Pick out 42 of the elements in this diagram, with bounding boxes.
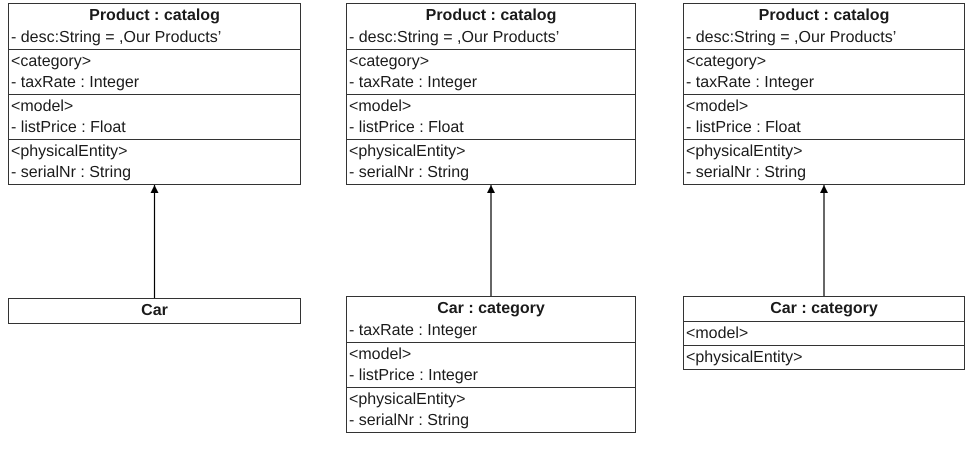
class-member: <model>	[348, 97, 412, 117]
class-name: Car : category	[769, 299, 879, 319]
inheritance-arrow	[487, 185, 495, 296]
class-name: Car : category	[436, 299, 546, 319]
class-member: - desc:String = ,Our Products’	[10, 28, 222, 48]
class-name: Product : catalog	[758, 6, 890, 26]
uml-class-box	[683, 296, 965, 370]
class-member: - serialNr : String	[10, 163, 132, 183]
class-member: - listPrice : Integer	[348, 366, 479, 386]
inheritance-arrow	[820, 185, 828, 296]
class-member: <category>	[10, 52, 92, 72]
class-member: - taxRate : Integer	[685, 73, 816, 93]
class-name: Product : catalog	[88, 6, 221, 26]
class-member: - serialNr : String	[348, 163, 470, 183]
class-member: - desc:String = ,Our Products’	[348, 28, 560, 48]
class-member: - listPrice : Float	[685, 118, 802, 138]
class-member: - taxRate : Integer	[348, 73, 478, 93]
class-member: <category>	[348, 52, 430, 72]
class-member: <model>	[685, 324, 750, 344]
class-member: <physicalEntity>	[685, 348, 804, 368]
class-member: <physicalEntity>	[685, 142, 804, 162]
class-member: <physicalEntity>	[348, 142, 467, 162]
uml-class-box	[346, 3, 636, 185]
uml-class-box	[8, 3, 301, 185]
class-member: - listPrice : Float	[348, 118, 465, 138]
class-member: <model>	[685, 97, 750, 117]
class-member: <model>	[10, 97, 74, 117]
class-member: - serialNr : String	[685, 163, 808, 183]
class-member: - taxRate : Integer	[10, 73, 140, 93]
uml-class-box	[346, 296, 636, 433]
class-name: Product : catalog	[424, 6, 558, 26]
class-member: - taxRate : Integer	[348, 321, 478, 341]
class-member: <model>	[348, 345, 412, 365]
class-member: - listPrice : Float	[10, 118, 127, 138]
class-member: <physicalEntity>	[348, 390, 467, 410]
class-member: <category>	[685, 52, 768, 72]
uml-class-box	[683, 3, 965, 185]
class-member: - desc:String = ,Our Products’	[685, 28, 898, 48]
class-member: - serialNr : String	[348, 411, 470, 431]
class-name: Car	[140, 301, 169, 321]
class-member: <physicalEntity>	[10, 142, 129, 162]
inheritance-arrow	[150, 185, 158, 298]
